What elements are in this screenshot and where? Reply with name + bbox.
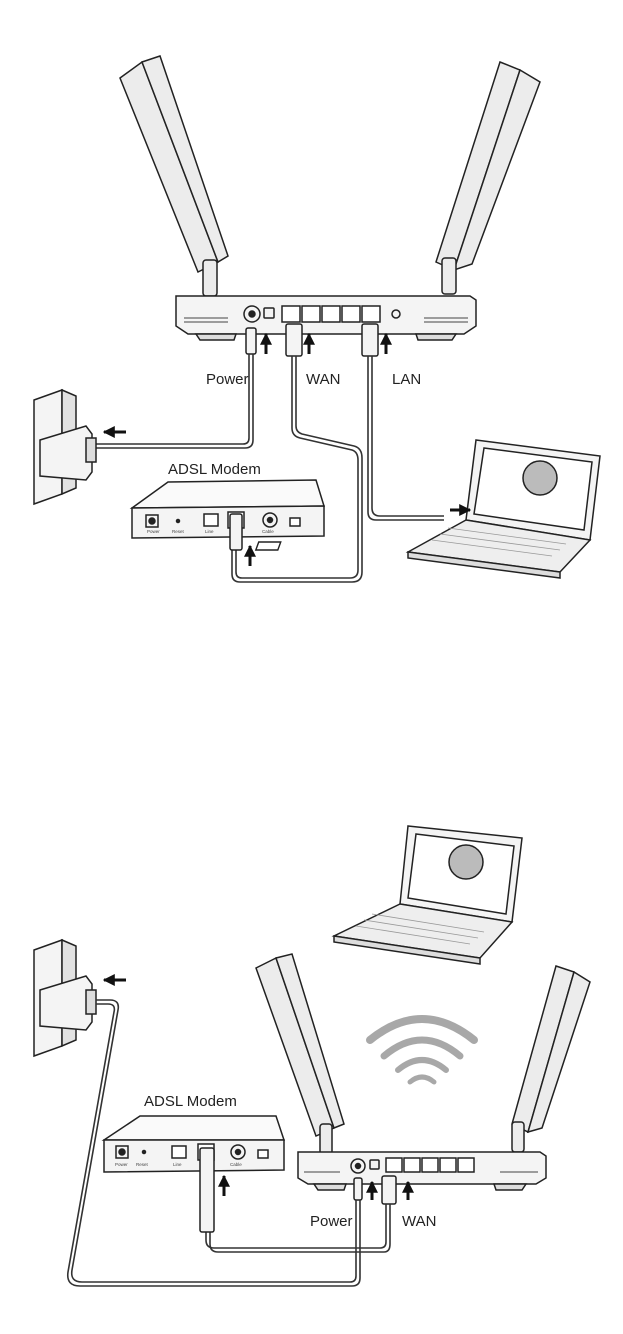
screen-pie-chart-2 bbox=[449, 845, 483, 879]
power-label-2: Power bbox=[310, 1213, 353, 1230]
router bbox=[120, 56, 540, 340]
modem-wan-plug-2 bbox=[200, 1148, 214, 1232]
modem-port-line-label: Line bbox=[205, 529, 214, 534]
antenna-right bbox=[436, 62, 540, 294]
screen-pie-chart bbox=[523, 461, 557, 495]
antenna-left bbox=[120, 56, 228, 296]
router-2-ports bbox=[386, 1158, 474, 1172]
modem-2-port-power-label: Power bbox=[115, 1162, 128, 1167]
modem-port-power-label: Power bbox=[147, 529, 160, 534]
wan-plug bbox=[286, 324, 302, 356]
router-ports bbox=[282, 306, 380, 322]
router-2 bbox=[256, 954, 590, 1190]
wan-plug-2 bbox=[382, 1176, 396, 1204]
wireless-setup-diagram: Power Reset Line Cable ADSL Modem Power … bbox=[34, 826, 590, 1286]
wired-setup-diagram: Power Reset Line Cable Power WAN LAN ADS… bbox=[34, 56, 600, 582]
modem-2-port-cable-label: Cable bbox=[230, 1162, 242, 1167]
power-label: Power bbox=[206, 371, 249, 388]
modem-wan-plug bbox=[230, 514, 242, 550]
modem-2-port-line-label: Line bbox=[173, 1162, 182, 1167]
modem-label: ADSL Modem bbox=[168, 461, 261, 478]
wall-outlet bbox=[34, 390, 96, 504]
laptop-wireless bbox=[334, 826, 522, 964]
lan-plug bbox=[362, 324, 378, 356]
adsl-modem bbox=[132, 480, 324, 550]
adsl-modem-2 bbox=[104, 1116, 284, 1232]
wall-outlet-2 bbox=[34, 940, 96, 1056]
wan-label-2: WAN bbox=[402, 1213, 436, 1230]
modem-port-reset-label: Reset bbox=[172, 529, 185, 534]
wifi-signal-icon bbox=[370, 1019, 474, 1082]
wan-label: WAN bbox=[306, 371, 340, 388]
lan-label: LAN bbox=[392, 371, 421, 388]
modem-2-port-reset-label: Reset bbox=[136, 1162, 149, 1167]
power-plug-2 bbox=[354, 1178, 362, 1200]
modem-port-cable-label: Cable bbox=[262, 529, 274, 534]
power-plug bbox=[246, 328, 256, 354]
antenna-right-2 bbox=[512, 966, 590, 1152]
modem-label-2: ADSL Modem bbox=[144, 1093, 237, 1110]
